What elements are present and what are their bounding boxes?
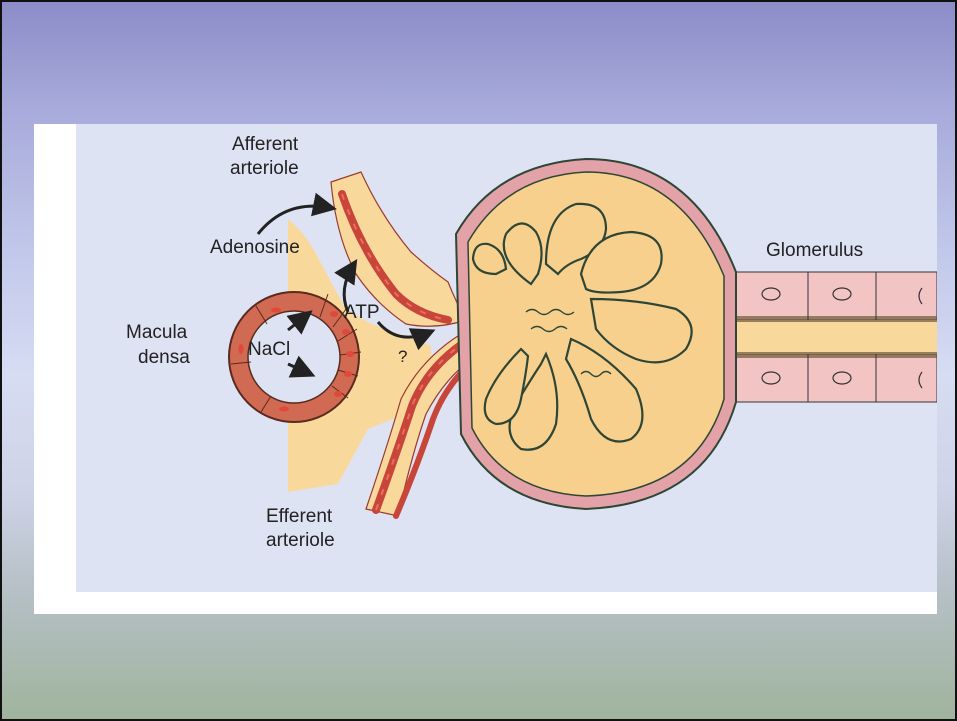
efferent-label-line2: arteriole (266, 530, 335, 551)
afferent-label-line2: arteriole (230, 158, 299, 179)
atp-label: ATP (344, 302, 380, 323)
proximal-tubule-lumen (731, 320, 937, 354)
glomerulus-label: Glomerulus (766, 240, 863, 261)
afferent-label-line1: Afferent (232, 134, 299, 155)
efferent-label-line1: Efferent (266, 506, 333, 527)
macula-densa-label-line2: densa (138, 347, 190, 368)
nacl-label: NaCl (248, 339, 290, 360)
brush-border-top (731, 316, 937, 322)
figure-panel: Afferent arteriole Adenosine Macula dens… (34, 124, 937, 614)
juxtaglomerular-figure: Afferent arteriole Adenosine Macula dens… (76, 124, 937, 592)
juxtaglomerular-diagram: Afferent arteriole Adenosine Macula dens… (76, 124, 937, 592)
macula-densa-label-line1: Macula (126, 322, 188, 343)
adenosine-label: Adenosine (210, 237, 300, 258)
question-mark-label: ? (398, 347, 407, 366)
brush-border-bottom (731, 352, 937, 358)
